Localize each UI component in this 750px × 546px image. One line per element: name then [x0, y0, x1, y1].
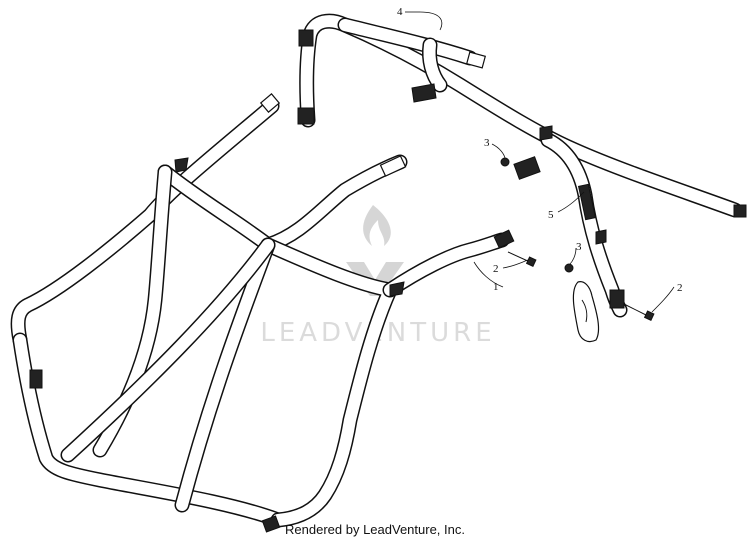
flame-logo-icon [346, 205, 404, 296]
callout-5: 5 [548, 209, 554, 221]
nut-3a [500, 157, 510, 167]
hardware [500, 157, 655, 321]
rear-roof-tube [297, 13, 747, 218]
callout-2-left: 2 [493, 263, 499, 275]
bolt-2b [623, 303, 655, 321]
callout-1: 1 [493, 281, 499, 293]
callout-leaders [405, 11, 675, 313]
nut-3b [564, 263, 574, 273]
mount-bracket [572, 281, 600, 343]
front-roll-cage [10, 93, 515, 533]
callout-3-lower: 3 [576, 241, 582, 253]
render-credit: Rendered by LeadVenture, Inc. [285, 522, 465, 537]
callout-4: 4 [397, 6, 403, 18]
bolt-2a [507, 251, 537, 267]
rear-upright-tube [513, 125, 628, 318]
callout-2-right: 2 [677, 282, 683, 294]
callout-3-upper: 3 [484, 137, 490, 149]
callout-labels: 4 3 5 3 2 1 2 [397, 6, 683, 294]
